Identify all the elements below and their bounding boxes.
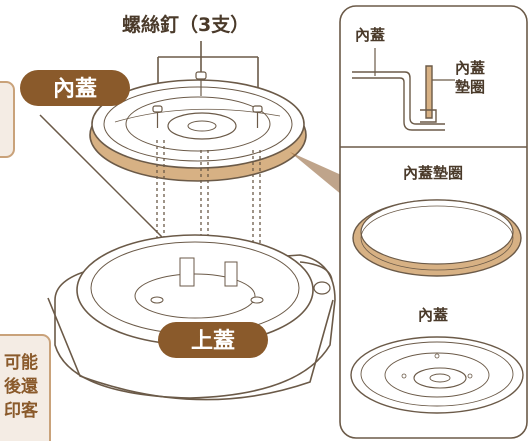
outer-lid-label-pill — [158, 322, 268, 358]
inner-lid-label: 內蓋 — [53, 76, 97, 102]
left-note-box-bottom — [0, 334, 51, 441]
section-gasket-label-line1: 內蓋 — [455, 59, 485, 77]
screw-right — [252, 105, 263, 128]
section-gasket-label-line2: 墊圈 — [455, 78, 485, 96]
inner-lid-illustration — [89, 71, 307, 182]
gasket-illustration — [352, 199, 522, 277]
cross-section-illustration — [352, 65, 445, 131]
screw-center — [195, 71, 207, 96]
section-inner-lid-label: 內蓋 — [355, 26, 385, 44]
side-note-line1: 可能 — [4, 352, 38, 373]
side-note-line2: 後還 — [4, 376, 39, 397]
screw-left — [152, 105, 163, 128]
panel-leader — [290, 152, 348, 200]
inner-lid-label-pill — [20, 70, 130, 106]
gasket-title: 內蓋墊圈 — [403, 164, 463, 182]
inner-lid-detail-title: 內蓋 — [418, 306, 448, 324]
screws-label: 螺絲釘（3支） — [122, 13, 249, 36]
inner-lid-detail-illustration — [350, 336, 524, 414]
side-note-line3: 印客 — [4, 400, 39, 421]
outer-lid-label: 上蓋 — [191, 328, 235, 354]
left-note-box-top — [0, 81, 15, 158]
outer-lid-illustration — [47, 234, 336, 401]
